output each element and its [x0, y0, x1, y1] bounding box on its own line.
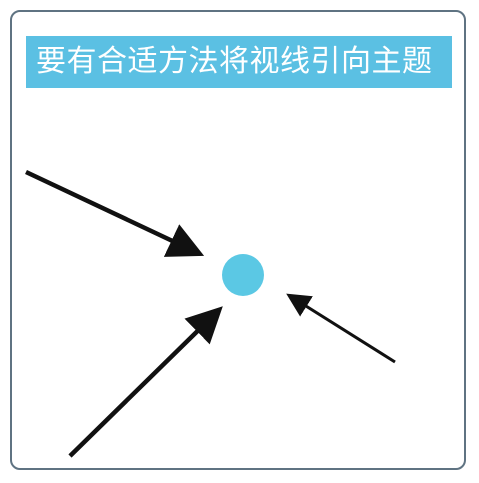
title-banner: 要有合适方法将视线引向主题 — [26, 36, 452, 88]
arrow-from-top-left — [25, 169, 205, 257]
arrow-from-bottom-left — [68, 306, 223, 458]
figure-card: 要有合适方法将视线引向主题 — [10, 10, 466, 470]
sightline-diagram — [25, 169, 396, 458]
arrow-from-right — [286, 293, 396, 364]
subject-circle-icon — [222, 254, 264, 296]
